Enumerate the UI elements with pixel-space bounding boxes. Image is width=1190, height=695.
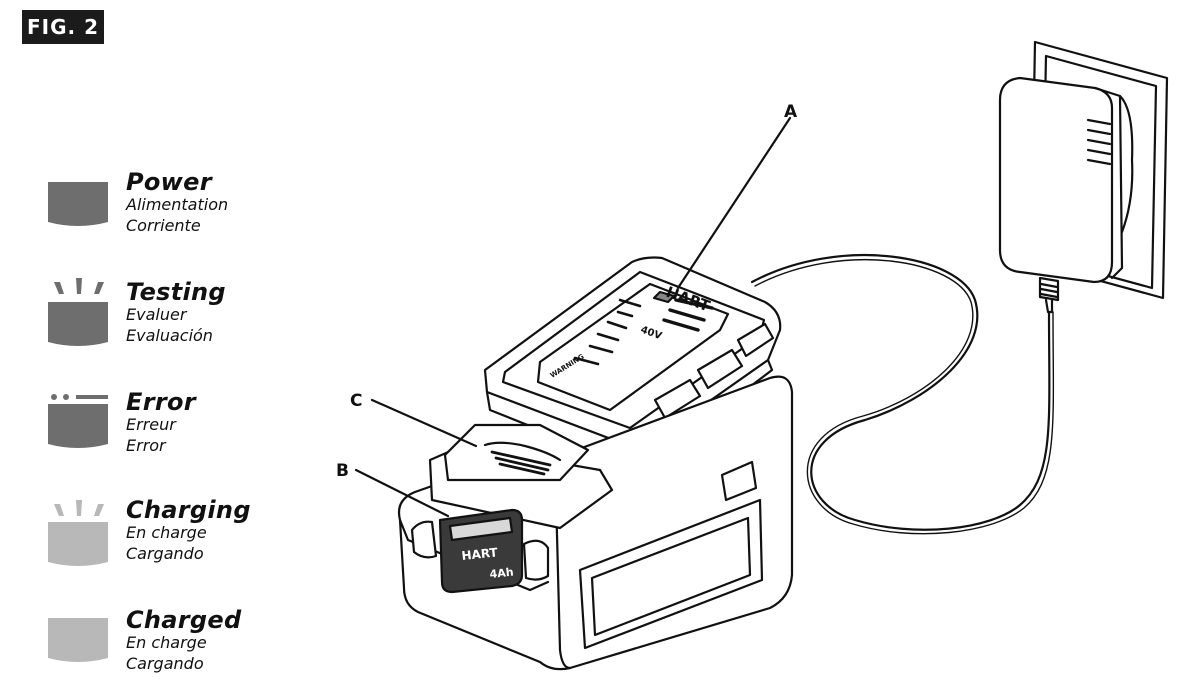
- battery-capacity-label: 4Ah: [489, 566, 514, 581]
- power-cord: [750, 253, 1051, 531]
- legend-title: Charged: [126, 606, 242, 634]
- figure-label: FIG. 2: [22, 10, 104, 44]
- charged-indicator-icon: [48, 618, 108, 662]
- callout-b: B: [336, 461, 349, 481]
- wall-adapter: [998, 76, 1134, 314]
- legend-title: Power: [126, 168, 212, 196]
- legend-fr: En charge: [126, 523, 207, 542]
- callout-a: A: [784, 102, 798, 122]
- leader-line-c: [370, 398, 478, 448]
- leader-line-b: [354, 468, 450, 518]
- legend-item-charged: Charged En charge Cargando: [46, 608, 286, 688]
- blinking-dots-icon: [51, 394, 108, 400]
- charging-indicator-icon: [48, 522, 108, 566]
- legend-item-testing: Testing Evaluer Evaluación: [46, 278, 286, 360]
- flashing-rays-icon: [54, 500, 104, 516]
- legend-es: Evaluación: [126, 326, 213, 345]
- callout-c: C: [350, 391, 362, 411]
- leader-line-a: [676, 116, 792, 290]
- legend-es: Cargando: [126, 544, 204, 563]
- legend-fr: Erreur: [126, 415, 176, 434]
- legend-item-charging: Charging En charge Cargando: [46, 498, 286, 578]
- legend-fr: Evaluer: [126, 305, 187, 324]
- legend-item-error: Error Erreur Error: [46, 390, 286, 470]
- testing-indicator-icon: [48, 302, 108, 346]
- error-indicator-icon: [48, 404, 108, 448]
- legend-title: Error: [126, 388, 196, 416]
- legend-title: Charging: [126, 496, 251, 524]
- legend-fr: En charge: [126, 633, 207, 652]
- legend-title: Testing: [126, 278, 226, 306]
- flashing-rays-icon: [54, 278, 104, 294]
- legend-es: Cargando: [126, 654, 204, 673]
- legend-es: Corriente: [126, 216, 201, 235]
- power-indicator-icon: [48, 182, 108, 226]
- battery-pack: [397, 375, 794, 671]
- legend-item-power: Power Alimentation Corriente: [46, 170, 286, 250]
- legend-es: Error: [126, 436, 166, 455]
- battery-brand-label: HART: [461, 545, 499, 563]
- legend-fr: Alimentation: [126, 195, 229, 214]
